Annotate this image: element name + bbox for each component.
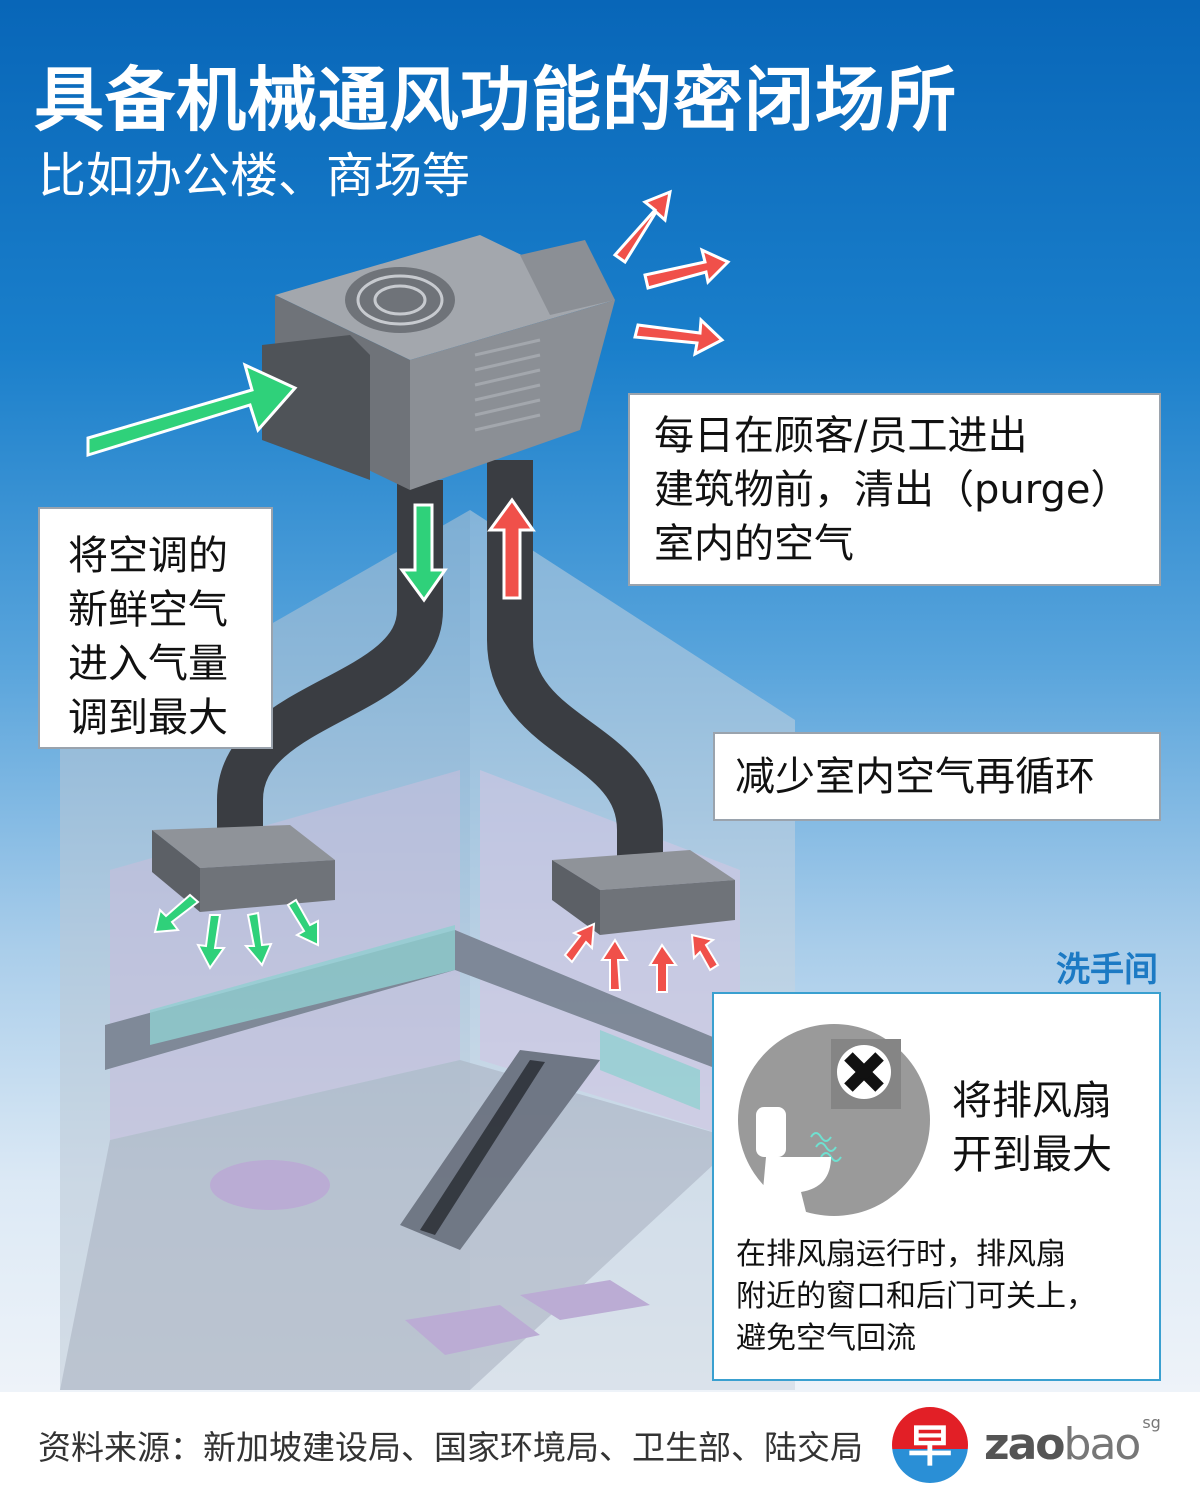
logo-bold: zao	[984, 1419, 1066, 1470]
logo-glyph: 早	[908, 1421, 952, 1472]
supply-diffuser	[152, 825, 335, 912]
return-diffuser	[552, 850, 735, 935]
restroom-note: 在排风扇运行时，排风扇 附近的窗口和后门可关上， 避免空气回流	[736, 1234, 1096, 1360]
headline-line: 将排风扇	[952, 1078, 1112, 1124]
callout-line: 建筑物前，清出（purge）	[654, 467, 1131, 513]
page-title: 具备机械通风功能的密闭场所	[34, 59, 957, 141]
purge-callout: 每日在顾客/员工进出 建筑物前，清出（purge） 室内的空气	[628, 393, 1161, 586]
source-credit: 资料来源：新加坡建设局、国家环境局、卫生部、陆交局	[38, 1428, 863, 1467]
callout-line: 调到最大	[68, 695, 228, 741]
callout-line: 将空调的	[68, 533, 228, 579]
zaobao-logo-mark: 早	[892, 1407, 968, 1483]
logo-light: bao	[1063, 1419, 1142, 1470]
fresh-air-callout: 将空调的 新鲜空气 进入气量 调到最大	[38, 507, 273, 749]
recirculation-callout: 减少室内空气再循环	[713, 732, 1161, 821]
restroom-label: 洗手间	[1056, 950, 1158, 990]
fresh-air-inlet-arrow	[86, 362, 298, 458]
supply-down-arrow	[399, 503, 448, 603]
restroom-headline: 将排风扇 开到最大	[952, 1074, 1112, 1182]
note-line: 避免空气回流	[736, 1321, 916, 1356]
return-duct	[487, 460, 663, 870]
diffuser-return-arrows	[563, 922, 720, 993]
callout-line: 室内的空气	[654, 521, 854, 567]
note-line: 附近的窗口和后门可关上，	[736, 1279, 1096, 1314]
diffuser-supply-arrows	[153, 893, 319, 970]
toilet-exhaust-fan-icon	[738, 1024, 930, 1216]
callout-line: 进入气量	[68, 641, 228, 687]
page-subtitle: 比如办公楼、商场等	[38, 148, 471, 204]
callout-line: 每日在顾客/员工进出	[654, 413, 1028, 459]
supply-duct	[217, 480, 443, 860]
logo-suffix: sg	[1142, 1413, 1161, 1432]
headline-line: 开到最大	[952, 1132, 1112, 1178]
note-line: 在排风扇运行时，排风扇	[736, 1237, 1066, 1272]
callout-line: 新鲜空气	[68, 587, 228, 633]
return-up-arrow	[487, 497, 536, 600]
air-handling-unit	[262, 235, 615, 490]
restroom-panel: 将排风扇 开到最大 在排风扇运行时，排风扇 附近的窗口和后门可关上， 避免空气回…	[712, 992, 1161, 1381]
exhaust-arrows	[612, 189, 731, 357]
